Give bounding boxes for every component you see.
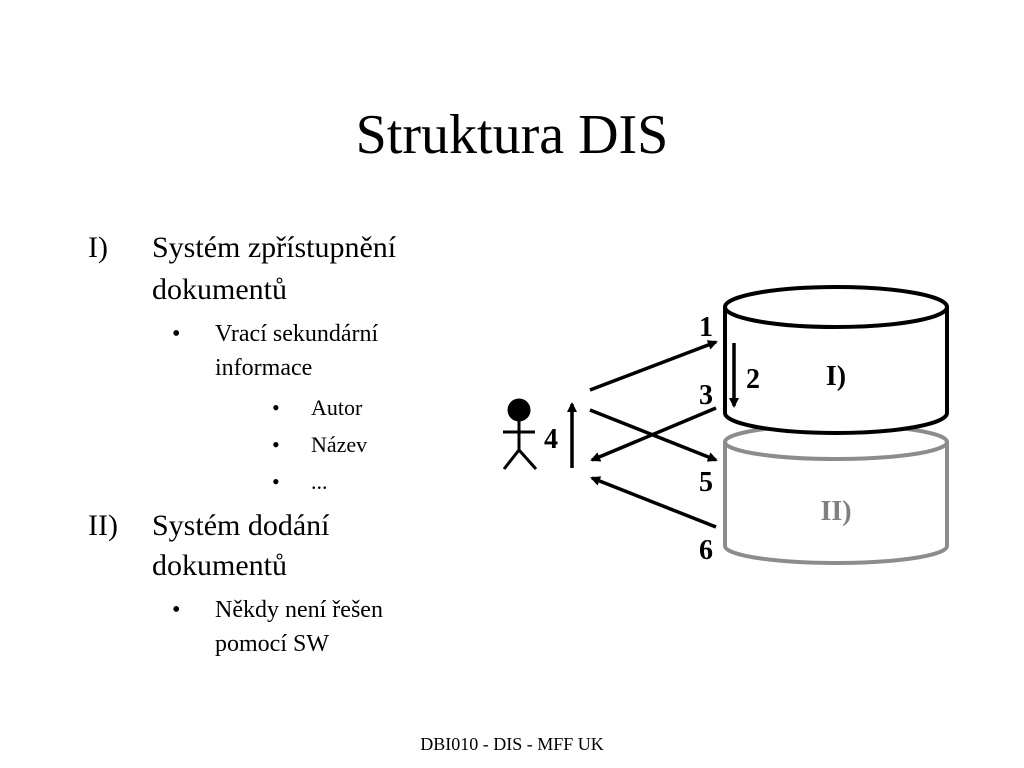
outline-list: I) Systém zpřístupnění dokumentů • Vrací… bbox=[0, 0, 470, 700]
item2-sub-line2: pomocí SW bbox=[215, 631, 329, 657]
subsub-autor: Autor bbox=[311, 395, 363, 420]
item1-marker: I) bbox=[88, 231, 108, 264]
item1-line2: dokumentů bbox=[152, 273, 287, 306]
item1-sub-line1: Vrací sekundární bbox=[215, 321, 379, 347]
step-label-2: 2 bbox=[746, 364, 760, 395]
item2-sub-line1: Někdy není řešen bbox=[215, 597, 383, 623]
arrow-1 bbox=[589, 340, 718, 392]
step-label-1: 1 bbox=[699, 312, 713, 343]
db-label-bottom: II) bbox=[820, 496, 851, 527]
step-label-4: 4 bbox=[544, 424, 558, 455]
user-icon bbox=[502, 398, 538, 471]
item2-sub-bullet: • bbox=[172, 597, 181, 623]
database-cylinder-bottom bbox=[723, 423, 949, 565]
subsub-nazev: Název bbox=[311, 432, 368, 457]
step-label-5: 5 bbox=[699, 467, 713, 498]
item2-marker: II) bbox=[88, 509, 118, 542]
dis-structure-diagram: I) II) 1 2 3 4 5 6 bbox=[502, 285, 949, 566]
arrow-5 bbox=[589, 408, 718, 462]
item1-sub-bullet: • bbox=[172, 321, 181, 347]
database-cylinder-top bbox=[723, 285, 949, 435]
footer-text: DBI010 - DIS - MFF UK bbox=[420, 734, 604, 754]
step-label-3: 3 bbox=[699, 380, 713, 411]
subsub-ellipsis: ... bbox=[311, 469, 328, 494]
item2-line1: Systém dodání bbox=[152, 509, 330, 542]
page-title: Struktura DIS bbox=[355, 104, 669, 166]
subsub-bullet-2: • bbox=[272, 432, 280, 457]
subsub-bullet-1: • bbox=[272, 395, 280, 420]
arrow-6 bbox=[590, 476, 717, 529]
item1-sub-line2: informace bbox=[215, 355, 313, 381]
item2-line2: dokumentů bbox=[152, 549, 287, 582]
item1-line1: Systém zpřístupnění bbox=[152, 231, 397, 264]
step-label-6: 6 bbox=[699, 535, 713, 566]
subsub-bullet-3: • bbox=[272, 469, 280, 494]
db-label-top: I) bbox=[826, 361, 846, 392]
